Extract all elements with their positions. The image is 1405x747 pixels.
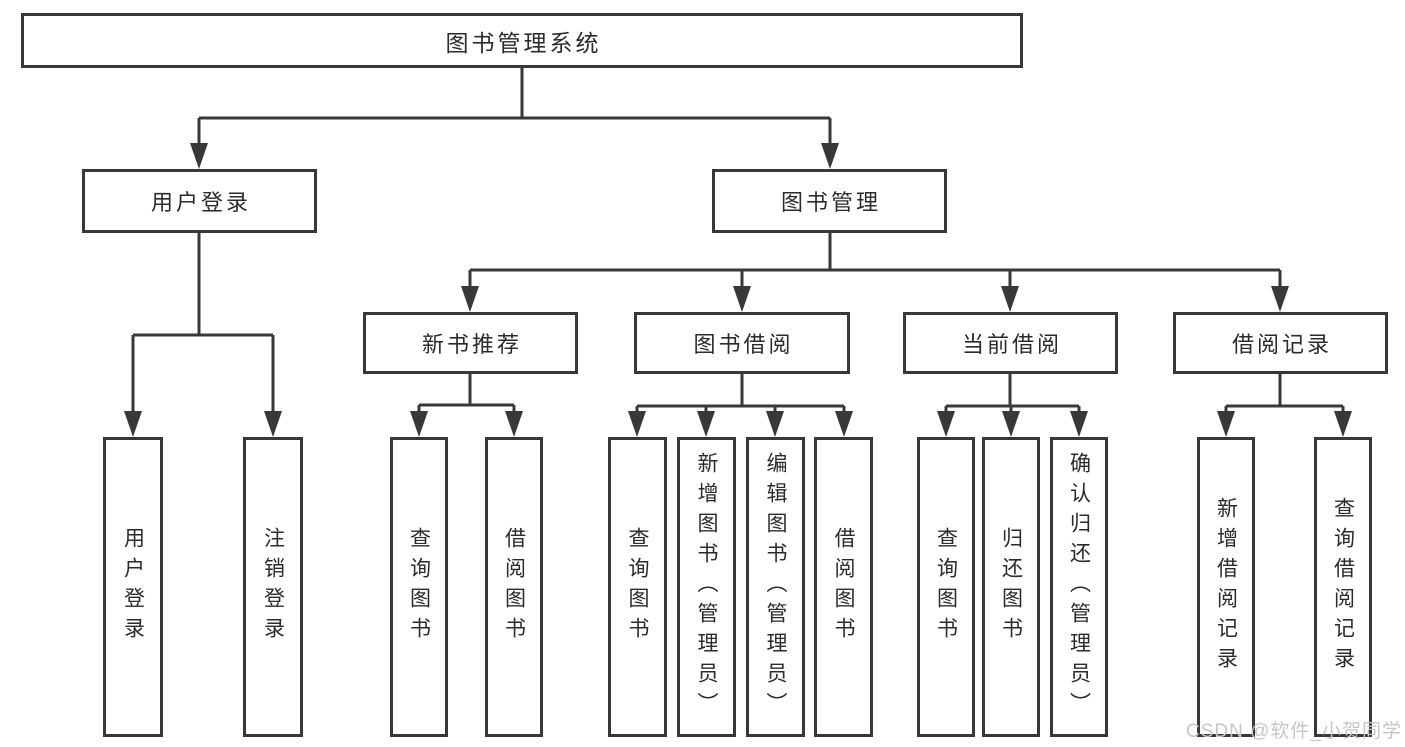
node-user-login: 用户登录 (82, 169, 317, 233)
node-book-management: 图书管理 (712, 169, 947, 233)
connector-user-login-children (124, 233, 282, 437)
root-node-library-management-system: 图书管理系统 (21, 13, 1023, 68)
connector-book-management-children (461, 233, 1289, 312)
leaf-current-confirm-return-admin: 确认归还（管理员） (1050, 437, 1108, 737)
leaf-borrow-edit-books-admin: 编辑图书（管理员） (746, 437, 805, 737)
leaf-user-login: 用户登录 (103, 437, 163, 737)
leaf-records-add-borrow-record: 新增借阅记录 (1197, 437, 1255, 737)
leaf-current-return-books: 归还图书 (982, 437, 1040, 737)
connector-borrow-records-children (1217, 374, 1352, 437)
leaf-records-query-borrow-record: 查询借阅记录 (1314, 437, 1372, 737)
leaf-current-query-books: 查询图书 (917, 437, 975, 737)
leaf-recommend-query-books: 查询图书 (390, 437, 448, 737)
leaf-borrow-query-books: 查询图书 (608, 437, 667, 737)
leaf-recommend-borrow-books: 借阅图书 (485, 437, 543, 737)
node-new-book-recommend: 新书推荐 (363, 312, 578, 374)
connector-root-to-level2 (190, 66, 839, 169)
leaf-borrow-borrow-books: 借阅图书 (814, 437, 873, 737)
csdn-watermark: CSDN @软件_小贺同学 (1186, 721, 1402, 742)
connector-new-book-recommend-children (410, 374, 523, 437)
node-book-borrow: 图书借阅 (634, 312, 850, 374)
node-current-borrow: 当前借阅 (903, 312, 1118, 374)
connector-current-borrow-children (937, 374, 1088, 437)
leaf-borrow-add-books-admin: 新增图书（管理员） (677, 437, 736, 737)
leaf-logout: 注销登录 (243, 437, 303, 737)
node-borrow-records: 借阅记录 (1173, 312, 1388, 374)
connector-book-borrow-children (628, 374, 853, 437)
